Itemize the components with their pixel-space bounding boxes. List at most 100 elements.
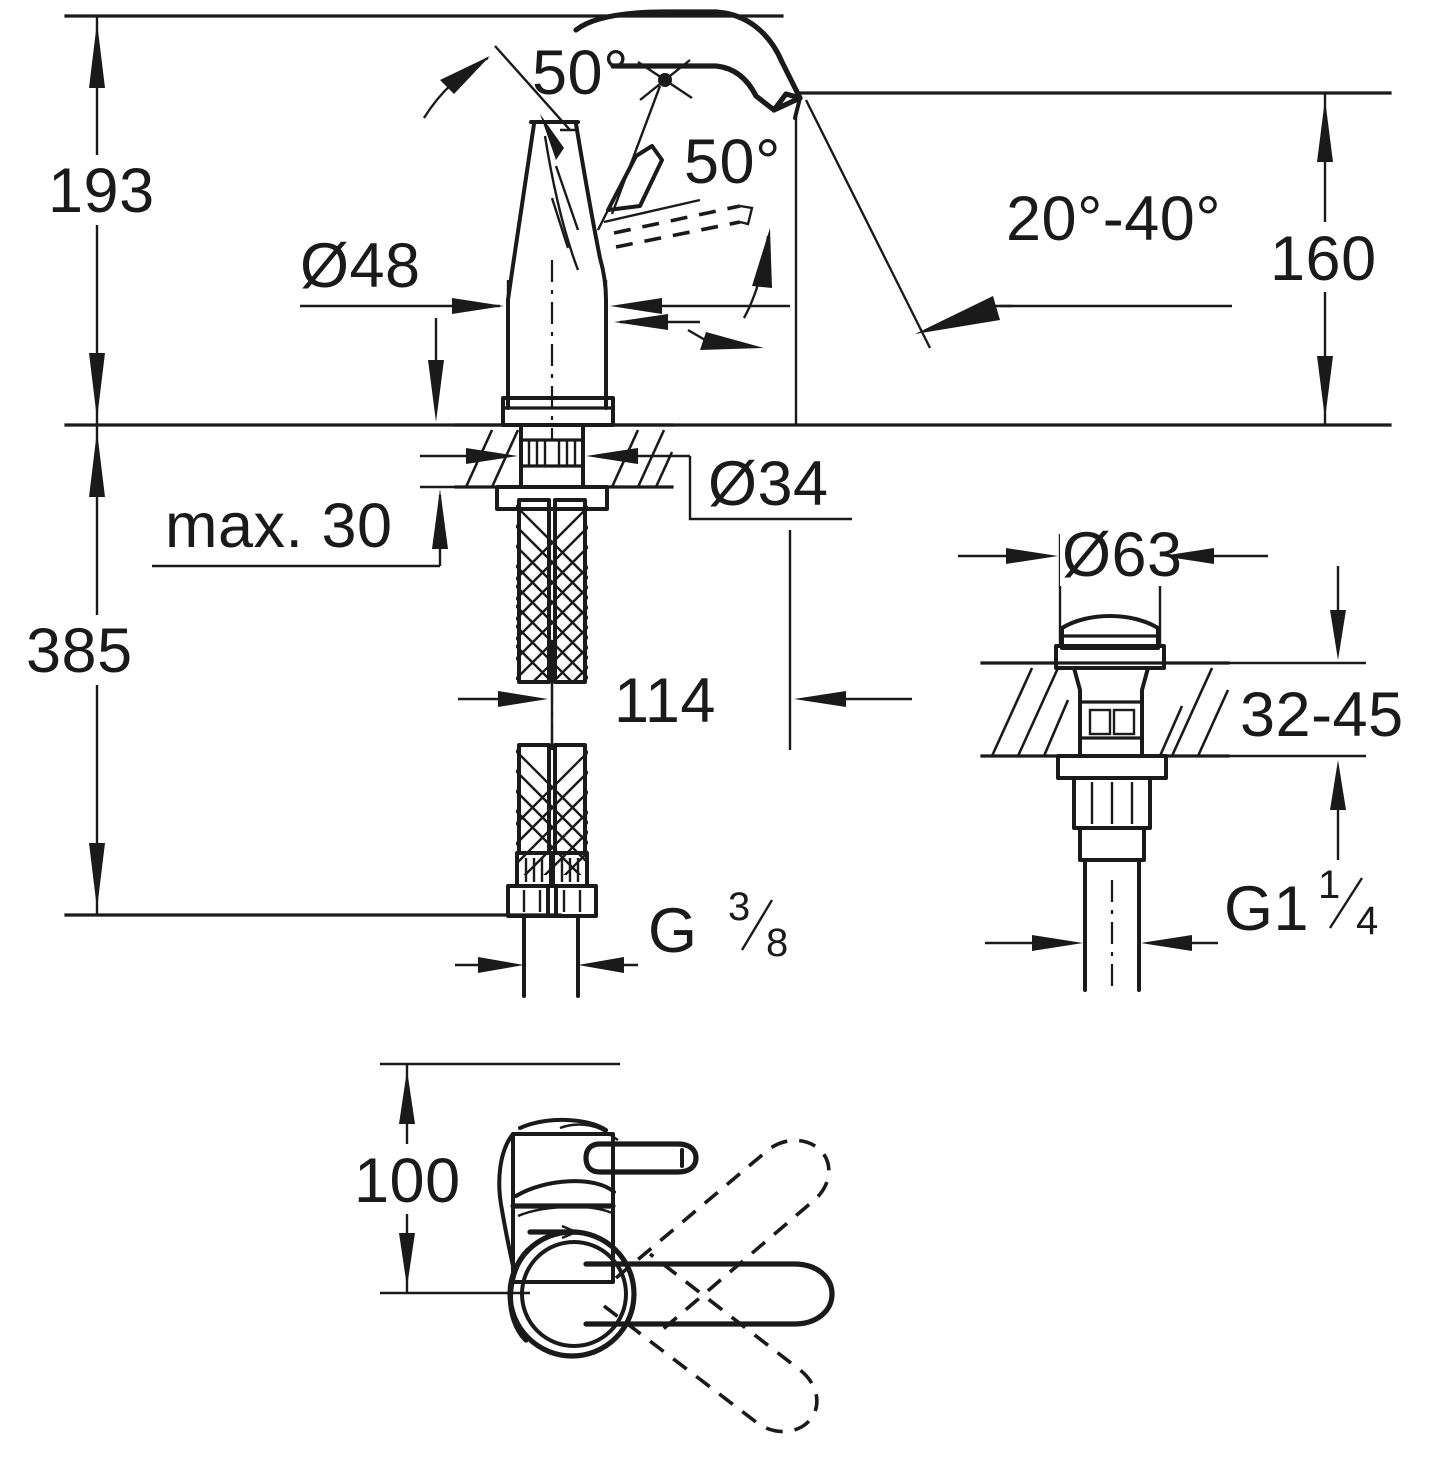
plan-pin-body [583,1141,699,1175]
ferrule-ribs [524,858,580,882]
dim-3245-text-mask [1236,678,1432,746]
dim-g38-numerator: 3 [728,885,750,929]
dim-g38-arrow-right [578,957,624,973]
dimension-d34: Ø34 [420,448,852,521]
basin-hatch [990,667,1230,757]
lever-ghost-upper [613,204,741,235]
body-right-profile [574,122,608,410]
spout-tip [771,91,803,113]
hose-left-upper [517,498,551,684]
dim-g114-text-mask [1218,868,1426,946]
dim-100-label: 100 [354,1146,461,1216]
waste-cap-dome [1060,614,1160,650]
dim-100-arrow-bottom [399,1233,415,1287]
plan-body-left-curve [497,1132,515,1268]
hose-left-nut [506,884,558,918]
dim-d34-arrow-right [586,448,638,464]
dim-g114-arrow-left [1032,935,1083,951]
dim-160-arrow-bottom [1317,356,1333,419]
waste-outlet-collar [1078,826,1146,862]
lever-stem [596,209,610,231]
angle-50-upper: 50° [422,38,628,160]
dim-d63-arrow-right [1162,548,1214,564]
plan-handle-pin [559,1123,699,1175]
pivot-star-marker [637,59,693,101]
dim-114-label: 114 [614,666,716,736]
plan-body-top-curve [518,1118,608,1132]
body-inner-line-b [554,165,580,231]
dim-d63-arrow-left [1006,548,1058,564]
waste-body [1054,614,1168,992]
dim-160-arrow-top [1317,99,1333,162]
dimension-193: 193 [40,16,175,425]
angle-2040-ray [804,99,932,349]
tap-body-outline [501,9,803,427]
plan-body-ledge-curve [517,1205,615,1218]
waste-shank-slots [1088,708,1136,736]
dim-d48-arrow-left [452,298,504,314]
body-left-profile [506,122,536,410]
dim-114-text-mask [608,665,738,731]
dim-d48-arrow-right [610,298,662,314]
angle-2040: 20°-40° [804,99,1232,349]
dim-385-text-mask [20,615,175,685]
dim-193-label: 193 [48,156,155,226]
dim-g38-denominator: 8 [766,921,788,965]
angle-50-upper-arrow [440,56,490,94]
dim-d63-label: Ø63 [1062,520,1183,590]
dim-g38-fraction-bar [740,899,774,951]
dimension-d48: Ø48 [300,231,790,422]
elevation-view: 193 385 Ø48 [20,9,1412,998]
angle-50-lower-label: 50° [684,127,781,197]
lock-nut [495,485,609,511]
plan-lever-hub-inner [520,1240,628,1348]
hose-right-nut [546,884,598,918]
waste-lower-flange [1056,754,1168,780]
dim-g38-arrow-left [478,957,524,973]
nut-ribs [522,890,582,912]
flexible-hoses-lower [506,743,598,998]
lever-axis-line [603,198,701,224]
dim-385-arrow-bottom [89,843,105,909]
dim-g38-label: G [648,896,698,966]
dimension-100: 100 [348,1064,480,1293]
shank-thread-teeth [527,440,577,466]
waste-thread-ribs [1090,782,1134,824]
dimension-3245: 32-45 [1228,566,1432,860]
dim-193-text-mask [40,155,175,225]
angle-50-lower-ray [610,85,662,215]
plan-lever-ghost-upper [614,1138,831,1332]
dim-193-arrow-top [89,22,105,88]
angle-50-lower: 50° [610,59,798,425]
waste-view: Ø63 32-45 G1 1 4 [958,520,1432,992]
body-inner-line-a [543,135,580,271]
dim-g38-text-mask [638,895,818,971]
dim-100-arrow-top [399,1070,415,1124]
angle-50-upper-arrow2 [540,114,564,160]
angle-50-lower-arrow [752,228,772,288]
base-collar [501,396,615,427]
dim-385-arrow-top [89,431,105,497]
spout-outer-curve [573,9,803,101]
dim-d63-text-mask [1060,524,1164,586]
dim-d34-leader-step [688,456,852,521]
body-inner-line-c [550,197,570,249]
dim-max30-arrow-up [432,489,448,549]
dimension-g38: G 3 8 [455,885,818,996]
dim-3245-arrow-bottom [1330,760,1346,810]
plan-view: 100 [348,1062,835,1434]
hose-braid-upper [516,504,588,680]
lever-handle-swivelled-ghost [613,204,754,249]
dim-100-text-mask [348,1144,480,1214]
plan-pin-link [559,1123,619,1141]
lever-ghost-tip [739,204,754,226]
plan-lever-body [583,1261,835,1327]
plan-tap-body [497,1118,616,1284]
angle-50-lower-arrow-b [700,332,764,350]
dim-g114-numerator: 1 [1318,863,1340,907]
dim-d48-drop-arrow [428,360,444,422]
plan-lever-hub-shadow [507,1247,531,1343]
dim-160-text-mask [1262,222,1412,292]
